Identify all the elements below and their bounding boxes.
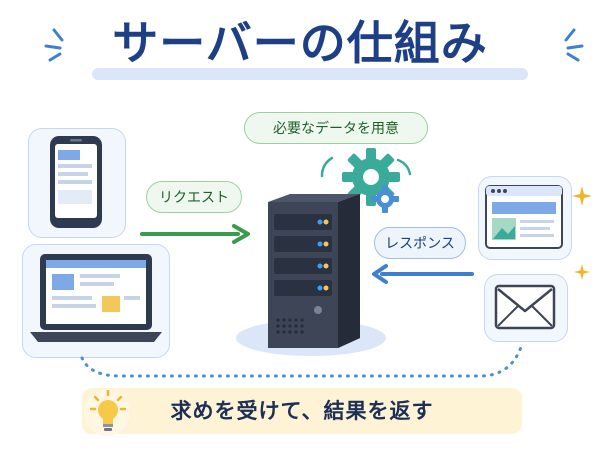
sparkle-icon [572,186,592,206]
server-icon [268,194,360,348]
dotted-loop-line [80,342,524,378]
response-arrow [372,264,474,284]
envelope-icon [494,284,556,330]
page-title: サーバーの仕組み [112,16,488,70]
browser-window-icon [485,185,563,249]
response-label: レスポンス [374,227,466,259]
gear-motion-lines [320,156,412,178]
sparkle-icon-small [574,264,590,280]
lightbulb-icon [90,390,126,431]
request-label: リクエスト [146,181,242,213]
laptop-icon [30,254,162,342]
request-arrow [140,224,250,244]
title-underline [92,68,528,80]
summary-banner: 求めを受けて、結果を返す [82,388,522,434]
summary-text: 求めを受けて、結果を返す [170,399,434,423]
small-gear-icon [371,185,399,213]
smartphone-icon [50,136,102,228]
title-decoration-left [44,28,64,62]
title-decoration-right [564,28,584,62]
process-label: 必要なデータを用意 [244,112,428,144]
gear-icon [342,148,400,206]
